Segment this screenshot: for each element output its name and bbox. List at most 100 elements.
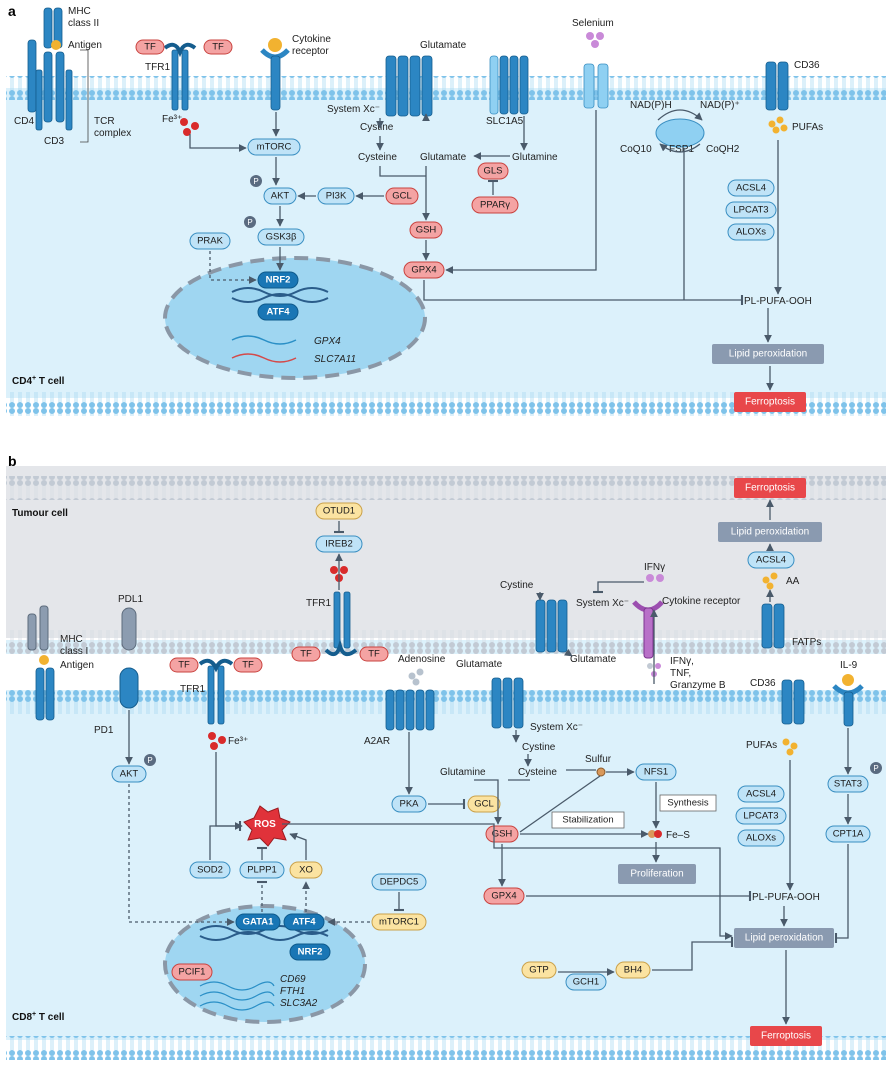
antigen-label-b: Antigen [60, 660, 94, 671]
system-xc-tumour [535, 599, 568, 653]
svg-text:Ferroptosis: Ferroptosis [761, 1031, 811, 1042]
svg-text:P: P [253, 177, 258, 186]
tfr1-cd8 [198, 658, 234, 725]
svg-text:AKT: AKT [271, 191, 290, 202]
acsl4-a: ACSL4 [727, 179, 775, 197]
svg-text:P: P [247, 218, 252, 227]
aloxs-b: ALOXs [737, 829, 785, 847]
svg-text:NFS1: NFS1 [644, 767, 668, 778]
svg-text:PCIF1: PCIF1 [179, 967, 206, 978]
ifn-label-1: IFNγ, [670, 656, 694, 667]
fe3-label-b: Fe³⁺ [228, 736, 248, 747]
pd1-label: PD1 [94, 725, 114, 736]
svg-text:Proliferation: Proliferation [630, 869, 683, 880]
tf-cd8-right: TF [233, 657, 263, 673]
svg-text:P: P [147, 756, 152, 765]
pl-pufa-ooh-b: PL-PUFA-OOH [752, 892, 820, 903]
pdl1-label: PDL1 [118, 594, 143, 605]
system-xc-cd8 [491, 677, 524, 729]
svg-text:ALOXs: ALOXs [736, 227, 766, 238]
svg-text:TF: TF [368, 649, 380, 660]
mhc-i-complex [27, 605, 55, 721]
fe-s-label: Fe–S [666, 830, 690, 841]
svg-text:GATA1: GATA1 [243, 917, 275, 928]
svg-text:GTP: GTP [529, 965, 549, 976]
panel-b: b Tumour cell OTUD1 IREB2 TFR1 TF TF Cys… [6, 453, 886, 1060]
il9-receptor [832, 674, 864, 727]
panel-a-top-membrane [6, 76, 886, 100]
cystine-cd8-label: Cystine [522, 742, 556, 753]
gene-gpx4-a: GPX4 [314, 336, 341, 347]
svg-text:LPCAT3: LPCAT3 [733, 205, 768, 216]
a2ar-label: A2AR [364, 736, 390, 747]
tfr1-receptor-a [163, 42, 197, 111]
cd36-label-a: CD36 [794, 60, 820, 71]
ifn-label-3: Granzyme B [670, 680, 726, 691]
svg-text:ATF4: ATF4 [266, 307, 290, 318]
svg-text:TF: TF [212, 42, 224, 53]
ifng-label: IFNγ [644, 562, 665, 573]
nfs1-b: NFS1 [635, 763, 677, 781]
system-xc-a [385, 55, 433, 117]
tf-tumour-left: TF [291, 646, 321, 662]
lipid-peroxidation-tumour: Lipid peroxidation [718, 522, 822, 542]
tf-left-a: TF [135, 39, 165, 55]
cd8-top-membrane [6, 690, 886, 714]
svg-text:Synthesis: Synthesis [667, 798, 708, 809]
fatps-b [761, 603, 785, 649]
coqh2-label-a: CoQH2 [706, 144, 740, 155]
antigen-label: Antigen [68, 40, 102, 51]
lipid-peroxidation-b: Lipid peroxidation [734, 928, 834, 948]
panel-a: a MHC class II Antigen CD4 CD3 TCR compl… [6, 3, 886, 416]
tumour-cell-label: Tumour cell [12, 508, 68, 519]
p-badge-gsk3b-a: P [244, 216, 256, 228]
fsp1-label-a: FSP1 [669, 144, 694, 155]
sod2-b: SOD2 [189, 861, 231, 879]
gsh-b: GSH [485, 825, 519, 843]
svg-text:Ferroptosis: Ferroptosis [745, 397, 795, 408]
system-xc-label-a: System Xc⁻ [327, 104, 380, 115]
stat3-b: STAT3 [827, 775, 869, 793]
atf4-b: ATF4 [283, 913, 325, 931]
acsl4-b: ACSL4 [737, 785, 785, 803]
svg-text:DEPDC5: DEPDC5 [380, 877, 419, 888]
bh4-b: BH4 [615, 961, 651, 979]
pufas-label-b: PUFAs [746, 740, 777, 751]
ifn-label-2: TNF, [670, 668, 691, 679]
svg-text:ACSL4: ACSL4 [736, 183, 766, 194]
ferroptosis-tumour: Ferroptosis [734, 478, 806, 498]
plpp1-b: PLPP1 [239, 861, 285, 879]
tf-right-a: TF [203, 39, 233, 55]
ppar-a: PPARγ [471, 196, 519, 214]
gtp-b: GTP [521, 961, 557, 979]
mhc-ii-label-2: class II [68, 18, 99, 29]
glutamine-label-a: Glutamine [512, 152, 558, 163]
svg-text:TF: TF [242, 660, 254, 671]
gene-fth1: FTH1 [280, 986, 305, 997]
prak-a: PRAK [189, 232, 231, 250]
svg-text:Stabilization: Stabilization [562, 815, 613, 826]
p-badge-akt-b: P [144, 754, 156, 766]
svg-text:ATF4: ATF4 [292, 917, 316, 928]
system-xc-tumour-label: System Xc⁻ [576, 598, 629, 609]
glutamine-cd8-label: Glutamine [440, 767, 486, 778]
nrf2-b: NRF2 [289, 943, 331, 961]
ferroptosis-a: Ferroptosis [734, 392, 806, 412]
svg-text:ALOXs: ALOXs [746, 833, 776, 844]
pi3k-a: PI3K [317, 187, 355, 205]
tfr1-tumour [324, 591, 358, 657]
nadph-label-a: NAD(P)H [630, 100, 672, 111]
pcif1-b: PCIF1 [171, 963, 213, 981]
svg-text:PKA: PKA [399, 799, 419, 810]
mtorc-a: mTORC [247, 138, 301, 156]
svg-text:TF: TF [144, 42, 156, 53]
svg-text:TF: TF [300, 649, 312, 660]
svg-text:AKT: AKT [120, 769, 139, 780]
sulfur-label: Sulfur [585, 754, 612, 765]
mhc-ii-tcr-complex [27, 7, 89, 143]
cd4-label: CD4 [14, 116, 34, 127]
cpt1a-b: CPT1A [825, 825, 871, 843]
arrows-a [189, 109, 782, 391]
nucleus-b [163, 904, 367, 1024]
